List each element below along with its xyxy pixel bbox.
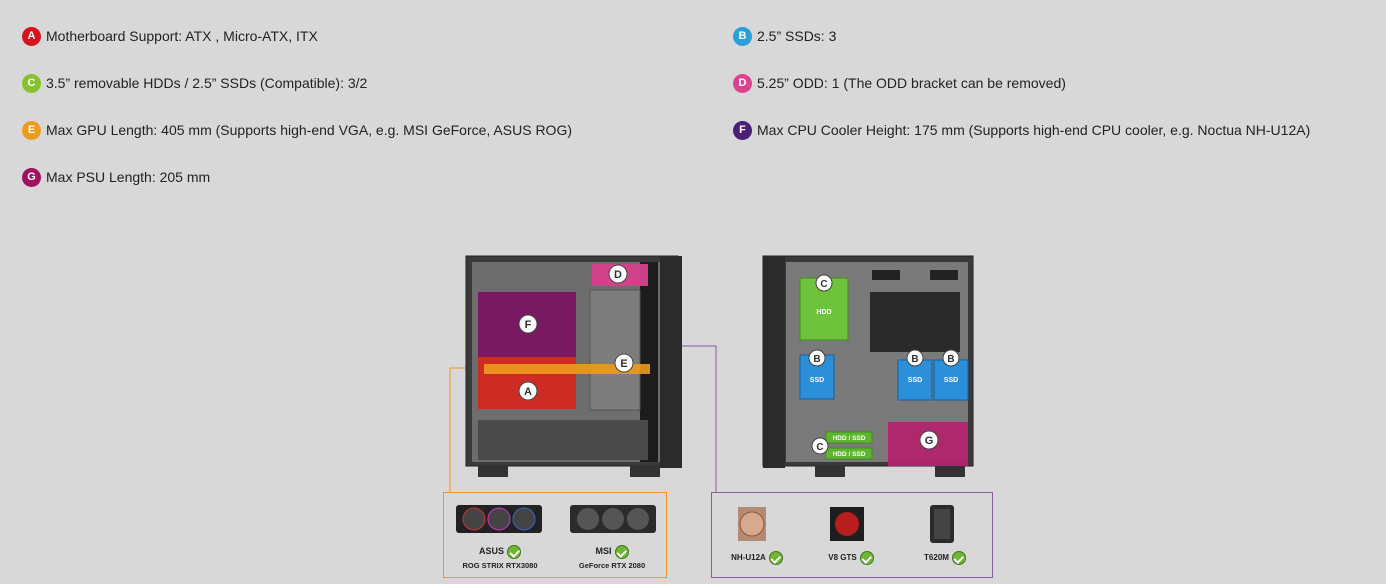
tray-text-2: HDD / SSD [833,451,866,458]
ssd-text-3: SSD [944,377,958,384]
hdd-ssd-tray-2 [825,447,873,460]
badge-g: G [22,167,41,187]
gpu-brand: ASUS [478,546,504,557]
spec-ssd: B 2.5” SSDs: 3 [733,26,836,46]
check-icon [951,551,966,565]
spec-text: Motherboard Support: ATX , Micro-ATX, IT… [46,28,318,44]
front-case: F A E D [465,255,682,477]
check-icon [859,551,874,565]
tray-text-1: HDD / SSD [833,435,866,442]
cooler-compat-box: NH-U12A V8 GTS T620M [711,492,993,578]
gpu-asus: ASUS ROG STRIX RTX3080 [444,545,556,570]
check-icon [507,545,521,559]
cooler-nh-u12a: NH-U12A [722,551,792,565]
cooler-name: T620M [924,553,949,563]
badge-d: D [733,73,752,93]
label-a: A [524,386,532,398]
spec-gpu: E Max GPU Length: 405 mm (Supports high-… [22,120,572,140]
spec-text: 3.5” removable HDDs / 2.5” SSDs (Compati… [46,75,368,91]
cooler-t620m: T620M [910,551,980,565]
hdd-ssd-tray-1 [825,431,873,444]
label-c-top: C [820,279,827,290]
cooler-name: NH-U12A [731,553,766,563]
spec-text: Max CPU Cooler Height: 175 mm (Supports … [757,122,1311,138]
label-b-1: B [813,354,820,365]
spec-text: 2.5” SSDs: 3 [757,28,837,44]
ssd-text-2: SSD [908,377,922,384]
gpu-model: ROG STRIX RTX3080 [462,561,538,570]
label-f: F [525,319,532,331]
spec-psu: G Max PSU Length: 205 mm [22,167,210,187]
gpu-msi: MSI GeForce RTX 2080 [556,545,668,570]
spec-text: Max GPU Length: 405 mm (Supports high-en… [46,122,572,138]
label-g: G [925,435,934,447]
badge-b: B [733,26,752,46]
cooler-v8-gts: V8 GTS [816,551,886,565]
hdd-text: HDD [816,309,831,316]
gpu-brand: MSI [595,546,612,557]
label-c-bottom: C [816,442,823,453]
ssd-zone-2 [897,359,933,401]
badge-a: A [22,26,41,46]
check-icon [768,551,783,565]
check-icon [614,545,629,559]
gpu-zone [484,364,650,374]
ssd-text-1: SSD [810,377,824,384]
back-case: HDD C SSD B SSD B SSD B HDD / SSD HDD / … [762,255,974,477]
spec-cpu-cooler: F Max CPU Cooler Height: 175 mm (Support… [733,120,1310,140]
spec-text: Max PSU Length: 205 mm [46,169,211,185]
cooler-name: V8 GTS [828,553,857,563]
gpu-msi-image [570,505,656,533]
badge-c: C [22,73,41,93]
ssd-zone-3 [933,359,969,401]
gpu-model: GeForce RTX 2080 [578,561,646,570]
label-e: E [620,358,627,370]
cooler-v8-gts-image [830,507,864,541]
spec-hdd: C 3.5” removable HDDs / 2.5” SSDs (Compa… [22,73,367,93]
spec-motherboard: A Motherboard Support: ATX , Micro-ATX, … [22,26,318,46]
badge-e: E [22,120,41,140]
spec-text: 5.25” ODD: 1 (The ODD bracket can be rem… [757,75,1066,91]
label-d: D [614,269,622,281]
gpu-asus-image [456,505,542,533]
label-b-2: B [911,354,918,365]
label-b-3: B [947,354,954,365]
gpu-compat-box: ASUS ROG STRIX RTX3080 MSI GeForce RTX 2… [443,492,667,578]
cooler-t620m-image [930,505,954,543]
cooler-nh-u12a-image [738,507,766,541]
spec-odd: D 5.25” ODD: 1 (The ODD bracket can be r… [733,73,1066,93]
badge-f: F [733,120,752,140]
